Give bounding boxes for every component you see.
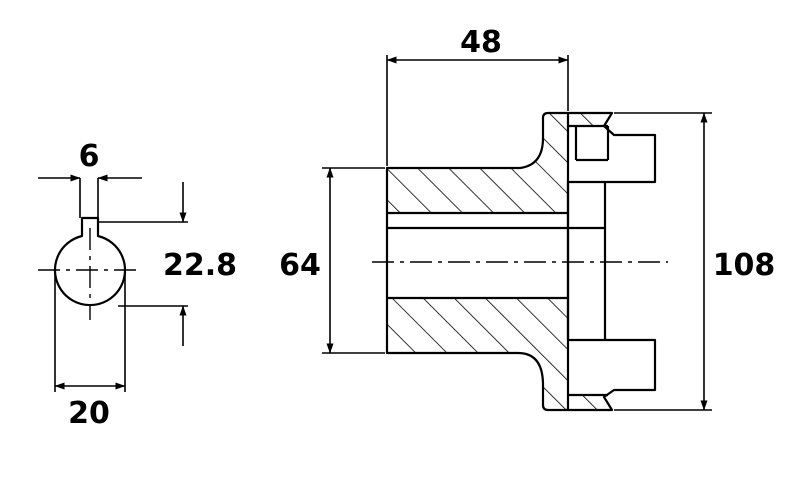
- shaft-dia-label: 20: [68, 396, 110, 431]
- hub-section-view: 48 64 108: [279, 25, 776, 412]
- key-width-label: 6: [79, 139, 100, 174]
- bore-section-view: 6 22.8 20: [38, 139, 237, 431]
- key-depth-label: 22.8: [163, 248, 237, 283]
- bore-outline: [53, 216, 127, 307]
- hatch-flange-bottom: [568, 395, 612, 410]
- flange-dia-label: 108: [713, 248, 776, 283]
- hatch-flange-top: [568, 113, 612, 126]
- hatch-lower: [387, 298, 568, 410]
- hatch-upper: [387, 113, 568, 213]
- hub-dia-label: 64: [279, 248, 321, 283]
- hub-length-label: 48: [460, 25, 502, 60]
